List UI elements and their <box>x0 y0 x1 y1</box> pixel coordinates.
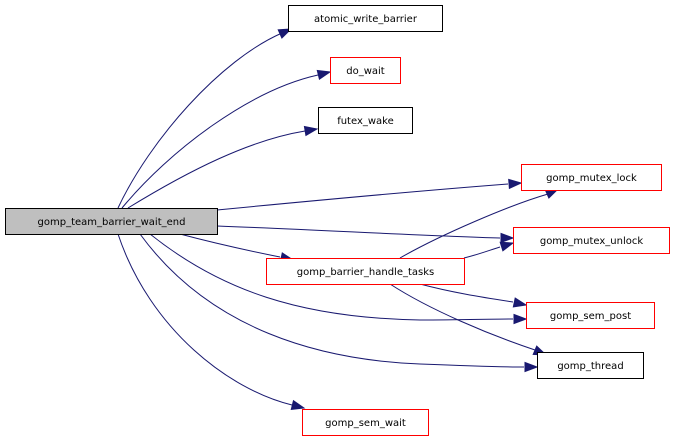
edge-root-to-futex-wake <box>127 125 319 209</box>
arrow-head-icon <box>316 69 332 81</box>
node-label: gomp_mutex_lock <box>546 173 637 184</box>
arrow-head-icon <box>513 313 528 325</box>
node-box[interactable] <box>513 227 670 254</box>
edge-root-to-gomp-mutex-lock <box>216 178 523 211</box>
node-label: gomp_barrier_handle_tasks <box>297 267 434 278</box>
node-box[interactable] <box>537 352 644 379</box>
nodes-layer: gomp_team_barrier_wait_end atomic_write_b… <box>5 5 670 436</box>
node-gomp-mutex-lock[interactable]: gomp_mutex_lock <box>521 164 662 191</box>
edge-line <box>121 74 319 209</box>
arrow-head-icon <box>499 241 515 252</box>
edge-root-to-gomp-thread <box>139 233 539 373</box>
node-box[interactable] <box>521 164 662 191</box>
node-box[interactable] <box>318 107 413 134</box>
edge-root-to-gomp-barrier-handle-tasks <box>179 233 295 263</box>
node-label: gomp_sem_wait <box>325 418 406 429</box>
node-gomp-mutex-unlock[interactable]: gomp_mutex_unlock <box>513 227 670 254</box>
node-gomp-thread[interactable]: gomp_thread <box>537 352 644 379</box>
edge-root-to-atomic-write-barrier <box>117 28 293 209</box>
node-label: do_wait <box>346 66 385 77</box>
node-box[interactable] <box>302 409 429 436</box>
edges-layer <box>117 28 560 411</box>
node-label: gomp_thread <box>557 361 623 372</box>
node-box[interactable] <box>5 208 218 235</box>
edge-gomp-barrier-handle-tasks-to-gomp-sem-post <box>419 283 528 308</box>
arrow-head-icon <box>290 399 306 411</box>
edge-line <box>139 233 525 368</box>
node-box[interactable] <box>266 258 465 285</box>
node-label: atomic_write_barrier <box>314 14 418 25</box>
node-box[interactable] <box>330 57 401 84</box>
edge-root-to-gomp-mutex-unlock <box>216 225 515 244</box>
edge-line <box>216 225 501 239</box>
arrow-head-icon <box>524 361 539 373</box>
node-label: futex_wake <box>337 116 394 127</box>
node-futex-wake[interactable]: futex_wake <box>318 107 413 134</box>
node-gomp-barrier-handle-tasks[interactable]: gomp_barrier_handle_tasks <box>266 258 465 285</box>
edge-line <box>216 183 509 211</box>
node-do-wait[interactable]: do_wait <box>330 57 401 84</box>
node-root[interactable]: gomp_team_barrier_wait_end <box>5 208 218 235</box>
arrow-head-icon <box>303 125 319 137</box>
edge-line <box>463 246 501 259</box>
edge-line <box>179 233 281 258</box>
edge-root-to-gomp-sem-wait <box>117 233 306 411</box>
edge-line <box>399 193 549 259</box>
edge-line <box>389 283 536 351</box>
node-gomp-sem-post[interactable]: gomp_sem_post <box>526 302 655 329</box>
edge-line <box>149 233 514 321</box>
edge-gomp-barrier-handle-tasks-to-gomp-mutex-lock <box>399 188 560 259</box>
node-label: gomp_team_barrier_wait_end <box>38 217 186 228</box>
arrow-head-icon <box>512 297 528 308</box>
edge-line <box>127 130 306 209</box>
node-atomic-write-barrier[interactable]: atomic_write_barrier <box>288 5 443 32</box>
arrow-head-icon <box>500 232 515 244</box>
edge-root-to-do-wait <box>121 69 332 209</box>
edge-gomp-barrier-handle-tasks-to-gomp-mutex-unlock <box>463 241 515 259</box>
node-label: gomp_mutex_unlock <box>540 236 644 247</box>
edge-line <box>117 32 283 209</box>
node-label: gomp_sem_post <box>550 311 631 322</box>
node-gomp-sem-wait[interactable]: gomp_sem_wait <box>302 409 429 436</box>
node-box[interactable] <box>288 5 443 32</box>
arrow-head-icon <box>277 28 293 39</box>
edge-line <box>117 233 293 406</box>
edge-root-to-gomp-sem-post <box>149 233 528 325</box>
arrow-head-icon <box>508 178 523 190</box>
edge-line <box>419 283 514 303</box>
node-box[interactable] <box>526 302 655 329</box>
